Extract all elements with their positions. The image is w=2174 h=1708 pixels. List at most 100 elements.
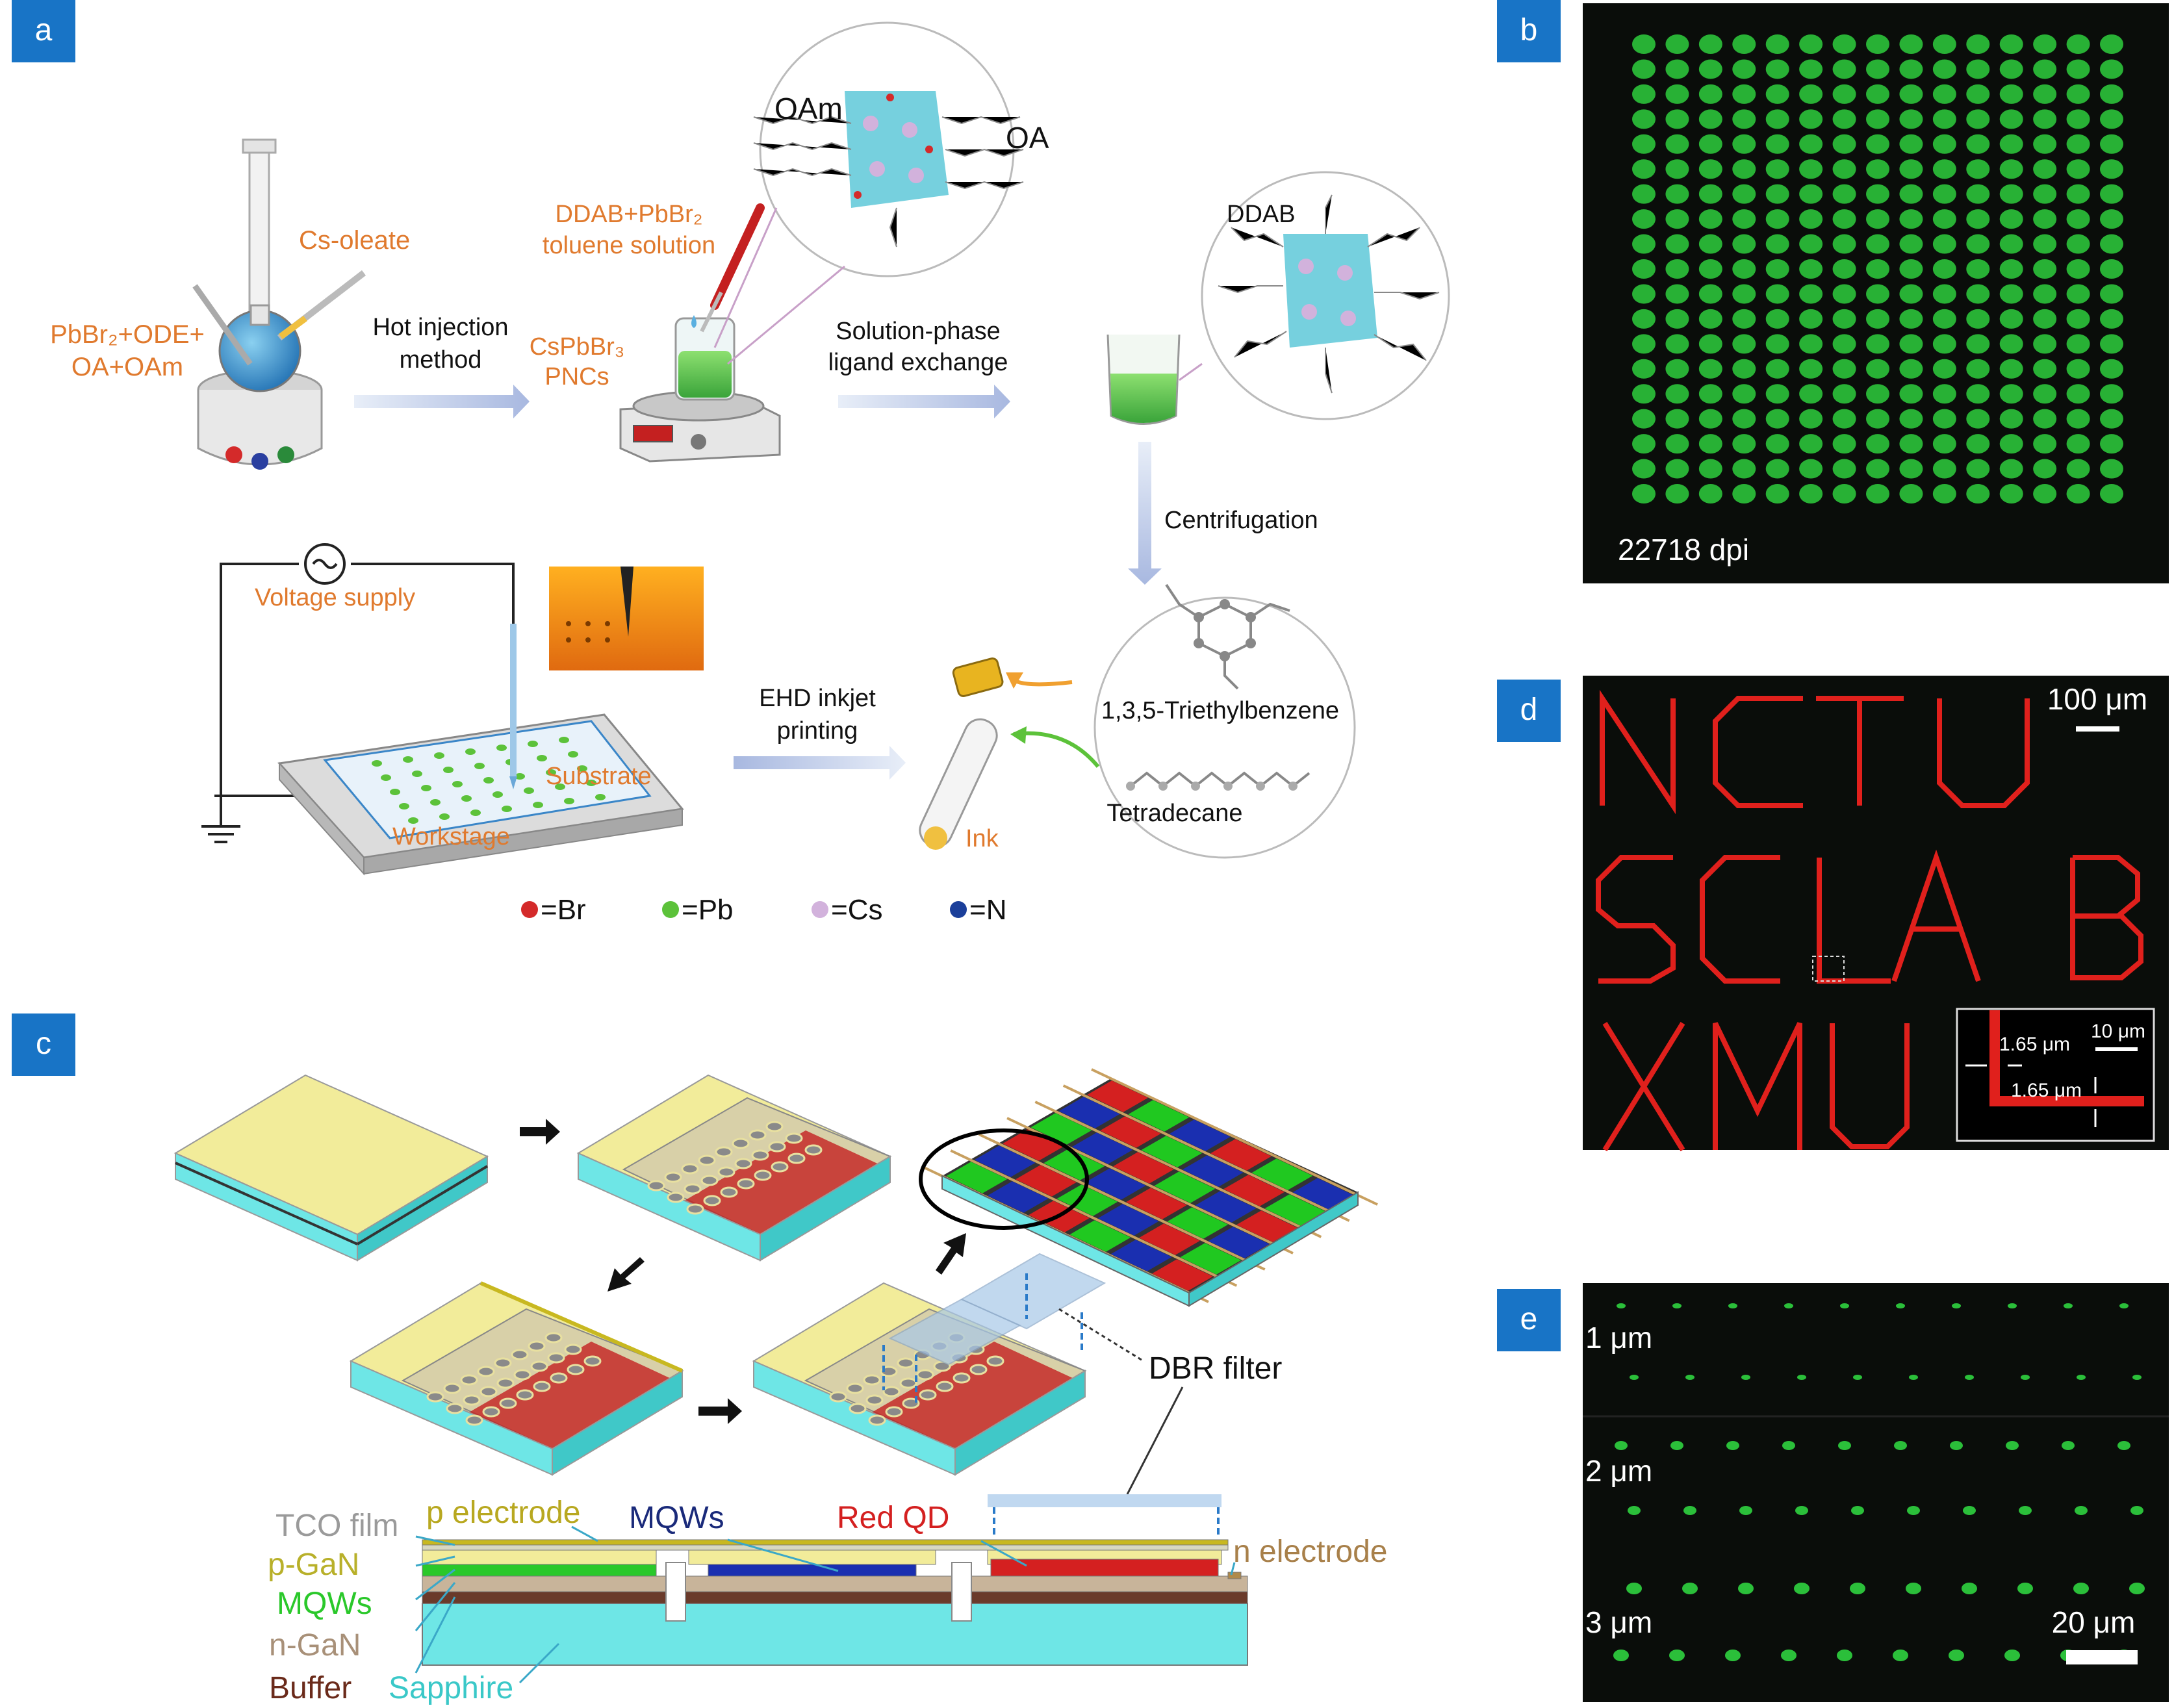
- workstage-front: [363, 808, 683, 875]
- pixel-dot: [2033, 484, 2057, 503]
- pixel-dot: [1698, 284, 1722, 304]
- pixel-dot: [1665, 109, 1689, 129]
- flask-neck: [249, 304, 270, 326]
- pixel-dot: [2066, 484, 2090, 503]
- pixel-dot: [1765, 209, 1789, 229]
- reactant-label-1: PbBr₂+ODE+: [50, 320, 205, 349]
- ink-vial: [919, 657, 1100, 850]
- rgb-subpixel: [1110, 1240, 1172, 1271]
- cspbbr3-label-2: PNCs: [544, 363, 609, 390]
- rgb-subpixel: [1100, 1116, 1161, 1148]
- printed-dot: [1615, 1441, 1628, 1450]
- substrate-dot: [430, 799, 441, 806]
- rgb-subpixel: [1043, 1149, 1105, 1180]
- rgb-subpixel: [1058, 1097, 1120, 1128]
- pixel-dot: [1999, 159, 2023, 179]
- pixel-dot: [1799, 459, 1823, 479]
- substrate-dot: [492, 791, 503, 798]
- panel-b: 22718 dpi: [1583, 3, 2169, 583]
- pixel-dot: [1932, 259, 1956, 279]
- substrate-dot: [408, 817, 418, 824]
- pixel-dot: [1765, 159, 1789, 179]
- n-electrode-label: n electrode: [1233, 1535, 1388, 1569]
- printed-dot: [1950, 1441, 1963, 1450]
- rgb-subpixel: [1169, 1119, 1231, 1151]
- pixel-dot: [1932, 209, 1956, 229]
- pixel-dot: [1799, 259, 1823, 279]
- pixel-dot: [1899, 309, 1923, 329]
- substrate-dot: [528, 741, 538, 747]
- wafer3-rings: [426, 1332, 602, 1426]
- legend-n-icon: [950, 901, 967, 918]
- pixel-dot: [1899, 134, 1923, 154]
- pixel-dot: [1765, 334, 1789, 354]
- pixel-dot: [1832, 334, 1856, 354]
- pixel-dot: [2100, 434, 2123, 454]
- pixel-dot: [1866, 209, 1889, 229]
- pixel-dot: [1799, 384, 1823, 404]
- vial-cap: [952, 657, 1004, 697]
- mesa-ring: [787, 1153, 806, 1164]
- pixel-dot: [1832, 134, 1856, 154]
- pixel-dot: [1732, 384, 1756, 404]
- substrate-dot: [421, 785, 431, 791]
- letter-c1: [1713, 696, 1803, 808]
- substrate-dot: [403, 756, 413, 763]
- step-arrow-2: [607, 1257, 645, 1292]
- mesa-ring: [846, 1383, 864, 1394]
- panel-e-scale-label: 20 μm: [2052, 1605, 2136, 1639]
- pixel-dot: [1632, 259, 1656, 279]
- pixel-dot: [1698, 109, 1722, 129]
- pixel-dot: [1732, 184, 1756, 204]
- heater-knob-blue: [251, 453, 268, 470]
- zoom-line-1: [713, 207, 778, 348]
- pixel-dot: [1832, 184, 1856, 204]
- electrode-line: [1034, 1101, 1322, 1238]
- layer-p-electrode: [422, 1539, 1229, 1546]
- pixel-dot: [1765, 109, 1789, 129]
- printed-dot: [2075, 1506, 2088, 1515]
- pixel-dot: [2100, 409, 2123, 429]
- pixel-dot: [1732, 109, 1756, 129]
- p-electrode-label: p electrode: [426, 1496, 581, 1530]
- pixel-dot: [1932, 359, 1956, 379]
- mesa-ring: [882, 1386, 901, 1397]
- ddab-label: DDAB: [1227, 201, 1296, 228]
- pixel-dot: [1999, 84, 2023, 104]
- pixel-dot: [2100, 359, 2123, 379]
- pixel-dot: [1799, 109, 1823, 129]
- pixel-dot: [2066, 84, 2090, 104]
- heater-knob-red: [225, 446, 242, 463]
- pixel-dot: [1665, 134, 1689, 154]
- pixel-dot: [1799, 359, 1823, 379]
- n-gan-label: n-GaN: [269, 1628, 361, 1663]
- pixel-dot: [1799, 234, 1823, 254]
- rgb-subpixel: [1030, 1113, 1092, 1145]
- mesa-ring: [482, 1406, 500, 1418]
- substrate-dot: [537, 755, 547, 761]
- pixel-dot: [1799, 334, 1823, 354]
- pixel-dot: [1732, 209, 1756, 229]
- letter-x-2: [1602, 1021, 1685, 1152]
- pixel-dot: [1832, 109, 1856, 129]
- pixel-dot: [2100, 284, 2123, 304]
- ligand-chains: [753, 116, 1024, 248]
- layer-mqws-green: [422, 1564, 657, 1577]
- pixel-dot: [1866, 434, 1889, 454]
- printed-dot: [2130, 1506, 2143, 1515]
- pixel-dot: [1799, 484, 1823, 503]
- substrate-dot: [443, 767, 454, 773]
- nozzle-tip: [509, 776, 517, 789]
- pixel-dot: [1632, 209, 1656, 229]
- pixel-dot: [1999, 109, 2023, 129]
- pixel-dot-grid: [1632, 34, 2123, 503]
- beaker-ligand-exchanged: [1106, 334, 1203, 425]
- pixel-dot: [1765, 284, 1789, 304]
- letter-c2: [1700, 855, 1780, 984]
- mesa-ring: [953, 1372, 971, 1384]
- printed-dot: [1630, 1375, 1639, 1380]
- printed-dot: [2073, 1583, 2089, 1594]
- printed-dot: [2021, 1375, 2030, 1380]
- printed-dot: [2008, 1303, 2017, 1308]
